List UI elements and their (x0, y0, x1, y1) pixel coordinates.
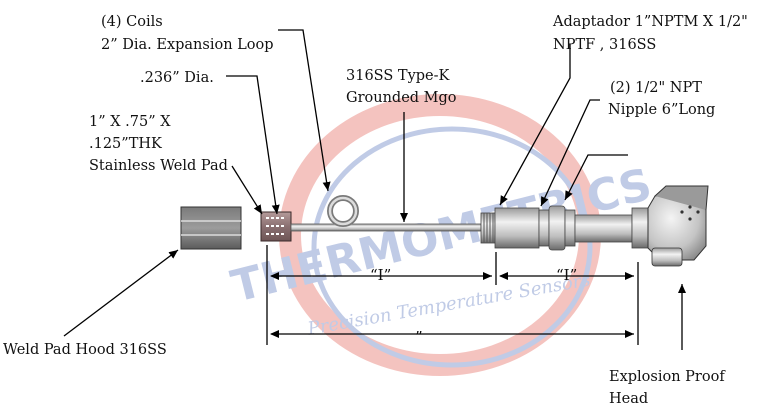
leader-adapter (499, 44, 571, 206)
explosion-proof-head (631, 185, 709, 267)
threaded-adapter (480, 207, 540, 249)
label-head-line2: Head (609, 391, 649, 407)
weld-pad (260, 211, 292, 242)
label-pad-line1: 1” X .75” X (89, 114, 171, 130)
leader-weld-pad (231, 165, 263, 215)
nipple (574, 214, 633, 243)
union-fitting (538, 205, 576, 251)
leader-dia (226, 75, 280, 215)
weld-pad-hood (180, 206, 242, 250)
dimension-lines (266, 245, 639, 345)
label-head-line1: Explosion Proof (609, 369, 725, 385)
dimension-overall-label: ” (415, 328, 423, 346)
leader-weld-pad-hood (63, 249, 179, 337)
leader-head-top (564, 154, 628, 201)
label-weld-pad-hood: Weld Pad Hood 316SS (3, 342, 167, 358)
label-pad-line2: .125”THK (89, 136, 162, 152)
label-pad-line3: Stainless Weld Pad (89, 158, 228, 174)
label-sheath-line2: Grounded Mgo (346, 90, 457, 106)
label-adapter-line1: Adaptador 1”NPTM X 1/2" (553, 14, 748, 30)
leader-lines (63, 29, 686, 350)
label-expansion-loop: 2” Dia. Expansion Loop (101, 37, 274, 53)
watermark-ring-blue (311, 126, 593, 368)
leader-nipple (540, 99, 600, 207)
label-coils: (4) Coils (101, 14, 163, 30)
label-dia: .236” Dia. (140, 70, 214, 86)
label-adapter-line2: NPTF , 316SS (553, 37, 657, 53)
dimension-right-label: “I” (556, 266, 578, 284)
sheath-rod (290, 223, 482, 232)
label-nipple-line1: (2) 1/2" NPT (610, 80, 702, 96)
expansion-loop-coil (327, 195, 359, 227)
dimension-left-label: “I” (370, 266, 392, 284)
label-sheath-line1: 316SS Type-K (346, 68, 450, 84)
label-nipple-line2: Nipple 6”Long (608, 102, 716, 118)
leader-coils (278, 29, 331, 192)
